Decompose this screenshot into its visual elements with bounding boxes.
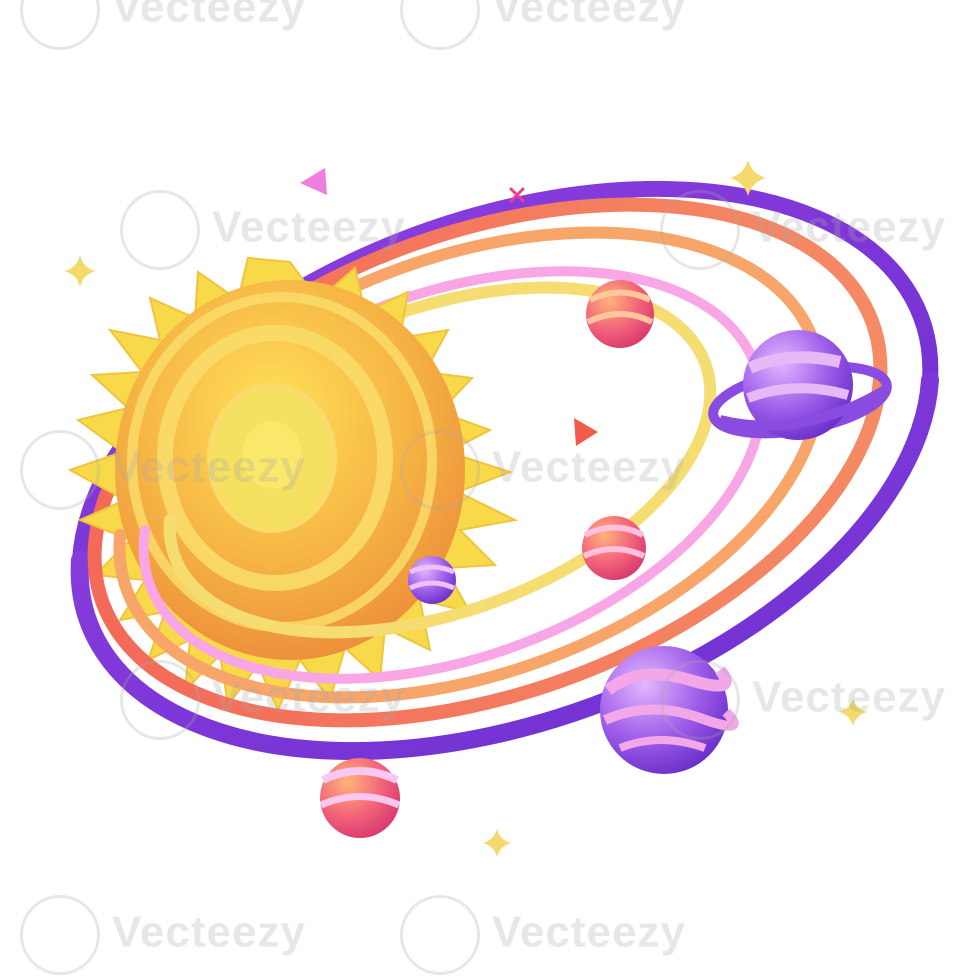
sun-icon <box>67 256 519 713</box>
pink-orbit-ring <box>138 415 765 684</box>
ringed-planet-icon <box>708 330 892 440</box>
decorations <box>64 160 867 857</box>
planet-large-purple <box>600 646 739 774</box>
coral-orbit-ring <box>87 373 887 728</box>
purple-orbit-ring <box>70 371 939 761</box>
sparkle-star-icon <box>839 698 867 726</box>
cross-confetti-icon <box>509 187 525 203</box>
sparkle-star-icon <box>64 255 96 287</box>
triangle-confetti-icon <box>300 168 327 195</box>
planet-top-pink <box>586 280 654 348</box>
sparkle-star-icon <box>483 829 511 857</box>
yellow-orbit-ring <box>163 394 716 639</box>
orbit-rings-front <box>70 371 939 761</box>
triangle-confetti-icon <box>574 418 598 446</box>
orange-orbit-ring <box>113 389 826 704</box>
planet-bottom-pink <box>319 758 401 838</box>
planet-middle-pink <box>582 516 646 580</box>
sun-core-center <box>242 421 302 489</box>
planet-small-purple <box>408 556 456 604</box>
sun-swirl-middle <box>157 325 393 591</box>
sparkle-star-icon <box>730 160 766 196</box>
